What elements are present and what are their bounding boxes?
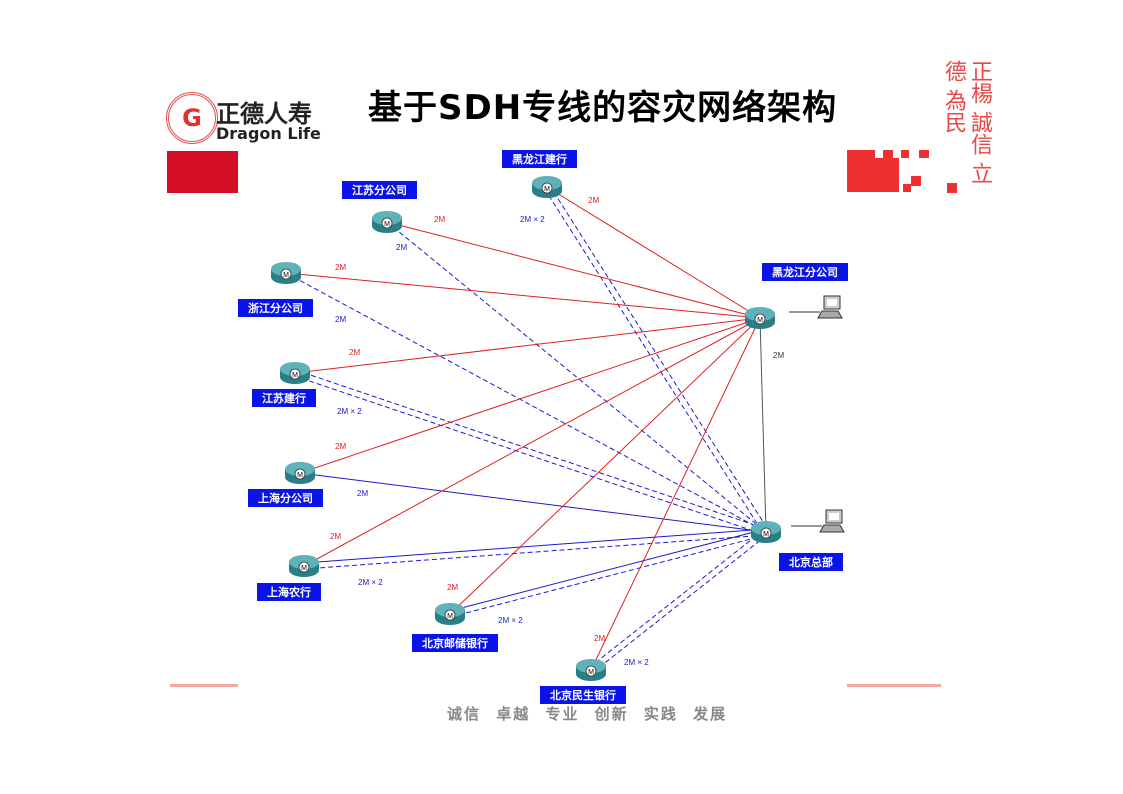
- node-label-shfgs: 上海分公司: [248, 489, 323, 507]
- router-icon-shfgs: M: [285, 462, 315, 484]
- primary-link-label: 2M: [349, 348, 360, 357]
- node-label-bj: 北京总部: [779, 553, 843, 571]
- primary-link-label: 2M: [335, 263, 346, 272]
- node-label-hljjh: 黑龙江建行: [502, 150, 577, 168]
- primary-link-shnh: [303, 317, 761, 567]
- red-block: [167, 151, 238, 193]
- primary-link-bjyc: [449, 317, 761, 615]
- backup-link-zjfgs: [285, 272, 767, 533]
- router-icon-jsjh: M: [280, 362, 310, 384]
- backup-link-2-bjyc: [450, 534, 767, 618]
- primary-link-shfgs: [299, 317, 761, 474]
- svg-text:M: M: [384, 221, 390, 228]
- node-label-bjyc: 北京邮储银行: [412, 634, 498, 652]
- node-label-jsfgs: 江苏分公司: [342, 181, 417, 199]
- backup-link-jsfgs: [386, 221, 767, 533]
- footer-line-right: [847, 684, 941, 687]
- svg-text:M: M: [544, 186, 550, 193]
- primary-link-jsfgs: [386, 221, 761, 319]
- router-icon-zjfgs: M: [271, 262, 301, 284]
- primary-link-label: 2M: [335, 442, 346, 451]
- router-icon-bjyc: M: [435, 603, 465, 625]
- backup-link-label: 2M × 2: [624, 658, 649, 667]
- backup-link-label: 2M × 2: [337, 407, 362, 416]
- svg-text:M: M: [292, 372, 298, 379]
- node-label-hlj: 黑龙江分公司: [762, 263, 848, 281]
- company-logo: G 正德人寿 Dragon Life: [166, 92, 336, 152]
- backup-link-bjms: [588, 529, 765, 669]
- calligraphy-seal: 正楊 誠信 立德 為民: [941, 60, 992, 184]
- trunk-link: [759, 317, 767, 533]
- backup-link-jsjh: [295, 369, 768, 530]
- backup-link-shnh: [303, 528, 766, 564]
- primary-link-zjfgs: [285, 272, 761, 319]
- svg-text:M: M: [763, 531, 769, 538]
- backup-link-label: 2M: [396, 243, 407, 252]
- backup-link-2-bjms: [592, 533, 769, 673]
- primary-link-jsjh: [294, 317, 761, 374]
- svg-text:M: M: [588, 669, 594, 676]
- backup-link-label: 2M: [335, 315, 346, 324]
- router-icon-hlj: M: [745, 307, 775, 329]
- backup-link-hljjh: [549, 185, 769, 531]
- primary-link-label: 2M: [594, 634, 605, 643]
- backup-link-shfgs: [299, 472, 767, 533]
- svg-text:M: M: [301, 565, 307, 572]
- backup-link-2-hljjh: [544, 188, 764, 534]
- node-label-jsjh: 江苏建行: [252, 389, 316, 407]
- backup-link-label: 2M: [357, 489, 368, 498]
- backup-link-2-jsjh: [293, 375, 766, 536]
- router-icon-bj: M: [751, 521, 781, 543]
- hq-bj-pc-icon: [791, 509, 845, 533]
- backup-link-label: 2M × 2: [498, 616, 523, 625]
- primary-link-label: 2M: [447, 583, 458, 592]
- svg-text:M: M: [757, 317, 763, 324]
- trunk-link-label: 2M: [773, 351, 784, 360]
- backup-link-bjyc: [449, 528, 766, 612]
- router-icon-jsfgs: M: [372, 211, 402, 233]
- router-icon-hljjh: M: [532, 176, 562, 198]
- svg-text:M: M: [447, 613, 453, 620]
- logo-cn: 正德人寿: [216, 100, 312, 128]
- logo-mark: G: [166, 92, 218, 144]
- node-label-bjms: 北京民生银行: [540, 686, 626, 704]
- backup-link-2-shnh: [304, 534, 767, 570]
- footer-line-left: [170, 684, 238, 687]
- router-icon-bjms: M: [576, 659, 606, 681]
- svg-text:M: M: [283, 272, 289, 279]
- backup-link-label: 2M × 2: [520, 215, 545, 224]
- logo-en: Dragon Life: [216, 124, 321, 143]
- backup-link-label: 2M × 2: [358, 578, 383, 587]
- router-icon-shnh: M: [289, 555, 319, 577]
- primary-link-label: 2M: [588, 196, 599, 205]
- svg-text:M: M: [297, 472, 303, 479]
- hq-hlj-pc-icon: [789, 295, 843, 319]
- primary-link-label: 2M: [434, 215, 445, 224]
- primary-link-label: 2M: [330, 532, 341, 541]
- node-label-zjfgs: 浙江分公司: [238, 299, 313, 317]
- primary-link-hljjh: [546, 186, 761, 319]
- slide-title: 基于SDH专线的容灾网络架构: [368, 88, 838, 128]
- primary-link-bjms: [590, 317, 761, 671]
- node-label-shnh: 上海农行: [257, 583, 321, 601]
- footer-slogan: 诚信 卓越 专业 创新 实践 发展: [447, 705, 728, 723]
